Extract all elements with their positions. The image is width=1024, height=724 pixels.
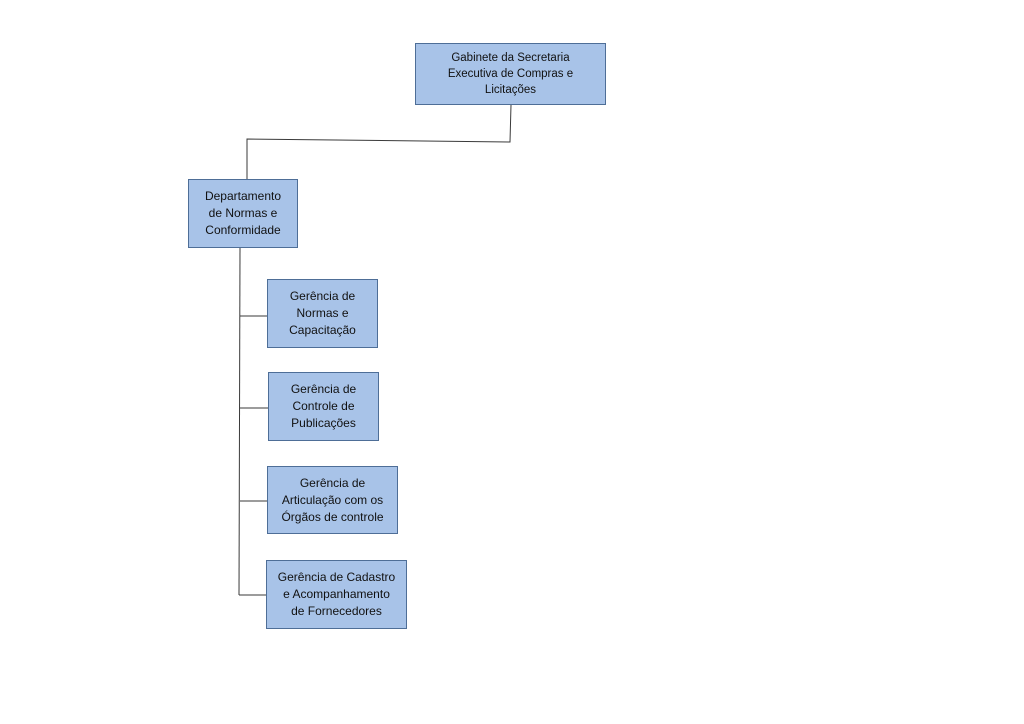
node-gerencia-articulacao-label: Gerência de Articulação com os Órgãos de… [281,475,384,524]
node-gerencia-cadastro-fornecedores: Gerência de Cadastro e Acompanhamento de… [266,560,407,629]
node-gerencia-cadastro-label: Gerência de Cadastro e Acompanhamento de… [277,570,396,618]
node-gabinete-secretaria: Gabinete da Secretaria Executiva de Comp… [415,43,606,105]
node-gerencia-publicacoes-label: Gerência de Controle de Publicações [290,382,357,430]
connector-gabinete-to-departamento [246,104,512,179]
node-gerencia-normas-capacitacao: Gerência de Normas e Capacitação [267,279,378,348]
node-gerencia-articulacao: Gerência de Articulação com os Órgãos de… [267,466,398,534]
node-departamento-normas: Departamento de Normas e Conformidade [188,179,298,248]
node-gerencia-normas-label: Gerência de Normas e Capacitação [289,289,356,337]
connector-trunk [238,247,241,596]
node-gerencia-controle-publicacoes: Gerência de Controle de Publicações [268,372,379,441]
node-gabinete-label: Gabinete da Secretaria Executiva de Comp… [447,52,574,96]
node-departamento-label: Departamento de Normas e Conformidade [204,189,282,237]
